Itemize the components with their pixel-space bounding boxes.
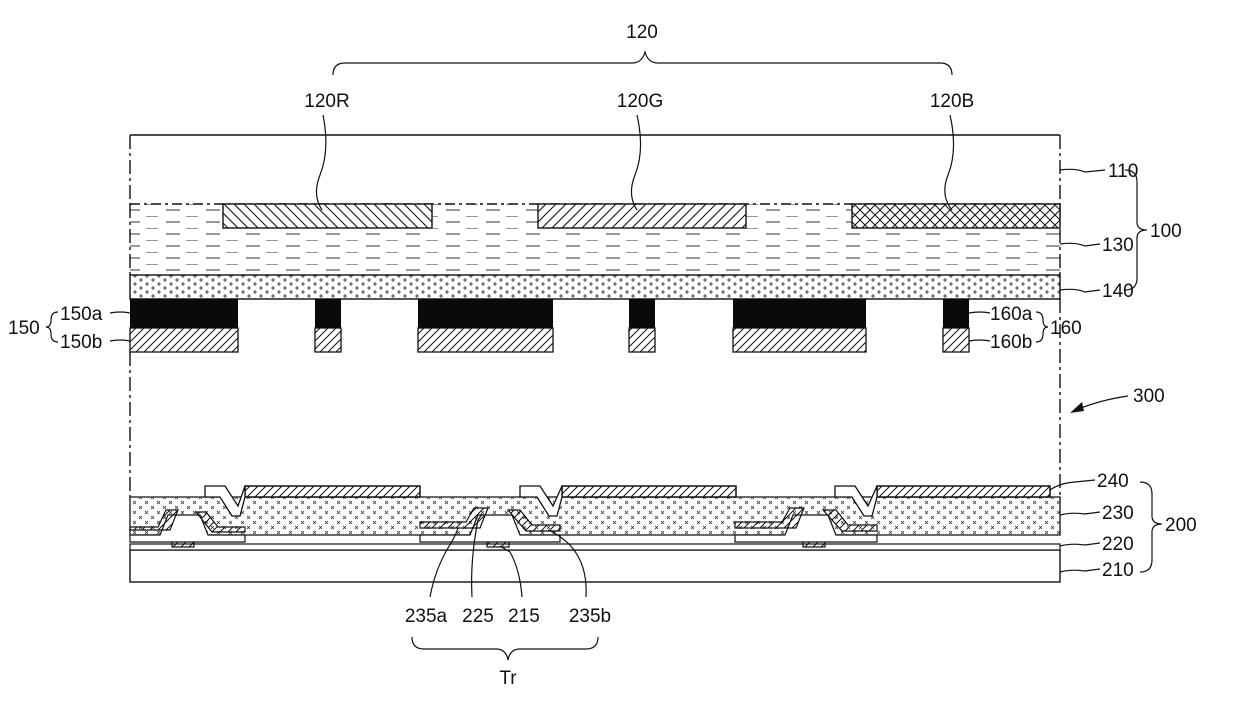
upper-panel — [130, 135, 1060, 497]
label-150b: 150b — [60, 332, 102, 353]
label-220: 220 — [1102, 534, 1134, 555]
label-160a: 160a — [990, 304, 1033, 325]
label-215: 215 — [508, 606, 540, 627]
label-120R: 120R — [304, 91, 349, 112]
label-120G: 120G — [617, 91, 663, 112]
label-200: 200 — [1165, 515, 1197, 536]
label-160: 160 — [1050, 318, 1082, 339]
label-110: 110 — [1108, 161, 1138, 182]
bottom-substrate — [130, 550, 1060, 582]
label-120: 120 — [626, 22, 658, 43]
label-235a: 235a — [405, 606, 448, 627]
lower-panel — [130, 486, 1060, 582]
label-225: 225 — [462, 606, 494, 627]
label-130: 130 — [1102, 235, 1134, 256]
label-140: 140 — [1102, 281, 1134, 302]
label-Tr: Tr — [499, 668, 517, 689]
label-160b: 160b — [990, 332, 1032, 353]
gate-insulator — [130, 544, 1060, 550]
label-120B: 120B — [930, 91, 974, 112]
label-100: 100 — [1150, 221, 1182, 242]
label-230: 230 — [1102, 503, 1134, 524]
label-150a: 150a — [60, 304, 103, 325]
label-150: 150 — [8, 318, 40, 339]
label-235b: 235b — [569, 606, 611, 627]
labels: 120 120R 120G 120B 110 100 130 140 150 1… — [8, 22, 1197, 689]
label-300: 300 — [1133, 386, 1165, 407]
label-210: 210 — [1102, 560, 1134, 581]
column-spacers — [130, 299, 969, 352]
label-240: 240 — [1097, 471, 1129, 492]
